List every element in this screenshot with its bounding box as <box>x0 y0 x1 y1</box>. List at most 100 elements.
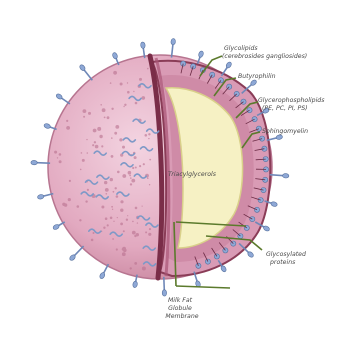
membrane-speckle <box>59 153 62 156</box>
membrane-speckle <box>64 203 67 206</box>
glycoprotein-head <box>31 160 38 165</box>
membrane-speckle <box>142 206 143 207</box>
membrane-speckle <box>93 232 95 234</box>
membrane-speckle <box>124 104 126 106</box>
membrane-speckle <box>143 163 145 165</box>
membrane-speckle <box>122 252 126 256</box>
membrane-speckle <box>116 195 119 198</box>
membrane-speckle <box>88 112 91 115</box>
glycoprotein-head <box>140 42 145 49</box>
membrane-speckle <box>94 141 96 143</box>
membrane-speckle <box>132 221 134 223</box>
membrane-speckle <box>120 200 123 203</box>
membrane-speckle <box>145 134 148 137</box>
membrane-speckle <box>114 132 117 135</box>
membrane-speckle <box>120 83 123 86</box>
membrane-speckle <box>117 217 118 218</box>
label-mfgm-2: Globule <box>168 305 192 312</box>
membrane-speckle <box>100 104 102 106</box>
membrane-speckle <box>133 91 134 92</box>
membrane-speckle <box>123 106 124 107</box>
membrane-speckle <box>95 145 99 149</box>
glycoprotein-head <box>132 281 138 288</box>
membrane-speckle <box>77 205 80 208</box>
label-butyrophilin: Butyrophilin <box>238 72 276 80</box>
membrane-speckle <box>139 78 142 81</box>
glycoprotein-head <box>99 272 106 280</box>
membrane-speckle <box>148 133 150 135</box>
membrane-speckle <box>120 209 123 212</box>
membrane-speckle <box>115 187 117 189</box>
membrane-speckle <box>147 177 149 179</box>
membrane-speckle <box>111 155 114 158</box>
membrane-speckle <box>103 227 105 229</box>
label-glycosylated: Glycosylated <box>266 250 306 258</box>
membrane-speckle <box>54 151 57 154</box>
label-glycolipids: Glycolipids <box>224 45 258 52</box>
membrane-speckle <box>107 224 109 226</box>
membrane-speckle <box>145 231 147 233</box>
membrane-speckle <box>57 157 58 158</box>
membrane-speckle <box>110 178 113 181</box>
membrane-speckle <box>113 71 117 75</box>
membrane-speckle <box>59 160 62 163</box>
label-glycerophospholipids-detail: (PE, PC, PI, PS) <box>262 105 308 112</box>
membrane-speckle <box>105 188 109 192</box>
membrane-speckle <box>110 82 112 84</box>
membrane-speckle <box>128 171 132 175</box>
membrane-speckle <box>81 152 83 154</box>
membrane-speckle <box>135 167 137 169</box>
membrane-speckle <box>127 215 128 216</box>
membrane-speckle <box>127 82 128 83</box>
label-glycolipids-detail: (cerebrosides gangliosides) <box>222 53 307 60</box>
membrane-speckle <box>102 108 106 112</box>
label-glycerophospholipids: Glycerophospholipids <box>258 97 325 104</box>
membrane-speckle <box>85 200 87 202</box>
membrane-speckle <box>97 127 101 131</box>
membrane-speckle <box>132 180 134 182</box>
membrane-speckle <box>69 180 71 182</box>
membrane-speckle <box>123 230 125 232</box>
membrane-speckle <box>122 174 126 178</box>
membrane-speckle <box>66 126 70 130</box>
membrane-speckle <box>94 130 95 131</box>
membrane-speckle <box>80 169 82 171</box>
membrane-speckle <box>135 207 138 210</box>
membrane-speckle <box>112 238 114 240</box>
membrane-speckle <box>111 137 113 139</box>
membrane-speckle <box>104 117 106 119</box>
membrane-speckle <box>82 159 85 162</box>
membrane-speckle <box>134 156 137 159</box>
membrane-speckle <box>148 233 151 236</box>
membrane-speckle <box>149 159 151 161</box>
membrane-speckle <box>99 135 102 138</box>
membrane-speckle <box>130 183 132 185</box>
membrane-speckle <box>105 217 108 220</box>
membrane-speckle <box>119 138 122 141</box>
membrane-speckle <box>83 116 85 118</box>
membrane-speckle <box>149 184 150 185</box>
membrane-speckle <box>111 108 113 110</box>
membrane-speckle <box>92 144 94 146</box>
label-glycosylated-detail: proteins <box>269 258 296 266</box>
membrane-speckle <box>137 222 138 223</box>
glycoprotein-head <box>162 290 167 297</box>
membrane-speckle <box>107 116 110 119</box>
glycoprotein-head <box>171 38 176 45</box>
membrane-speckle <box>106 193 108 195</box>
membrane-speckle <box>149 228 151 230</box>
membrane-speckle <box>87 189 89 191</box>
membrane-speckle <box>132 167 134 169</box>
membrane-speckle <box>132 231 136 235</box>
membrane-speckle <box>68 198 71 201</box>
glycoprotein-head <box>270 201 277 207</box>
membrane-speckle <box>111 206 113 208</box>
membrane-speckle <box>113 221 114 222</box>
label-mfgm-1: Milk Fat <box>168 296 193 304</box>
membrane-speckle <box>117 171 120 174</box>
membrane-speckle <box>101 145 103 147</box>
membrane-speckle <box>127 91 130 94</box>
membrane-speckle <box>104 181 107 184</box>
glycoprotein-head <box>37 194 44 200</box>
